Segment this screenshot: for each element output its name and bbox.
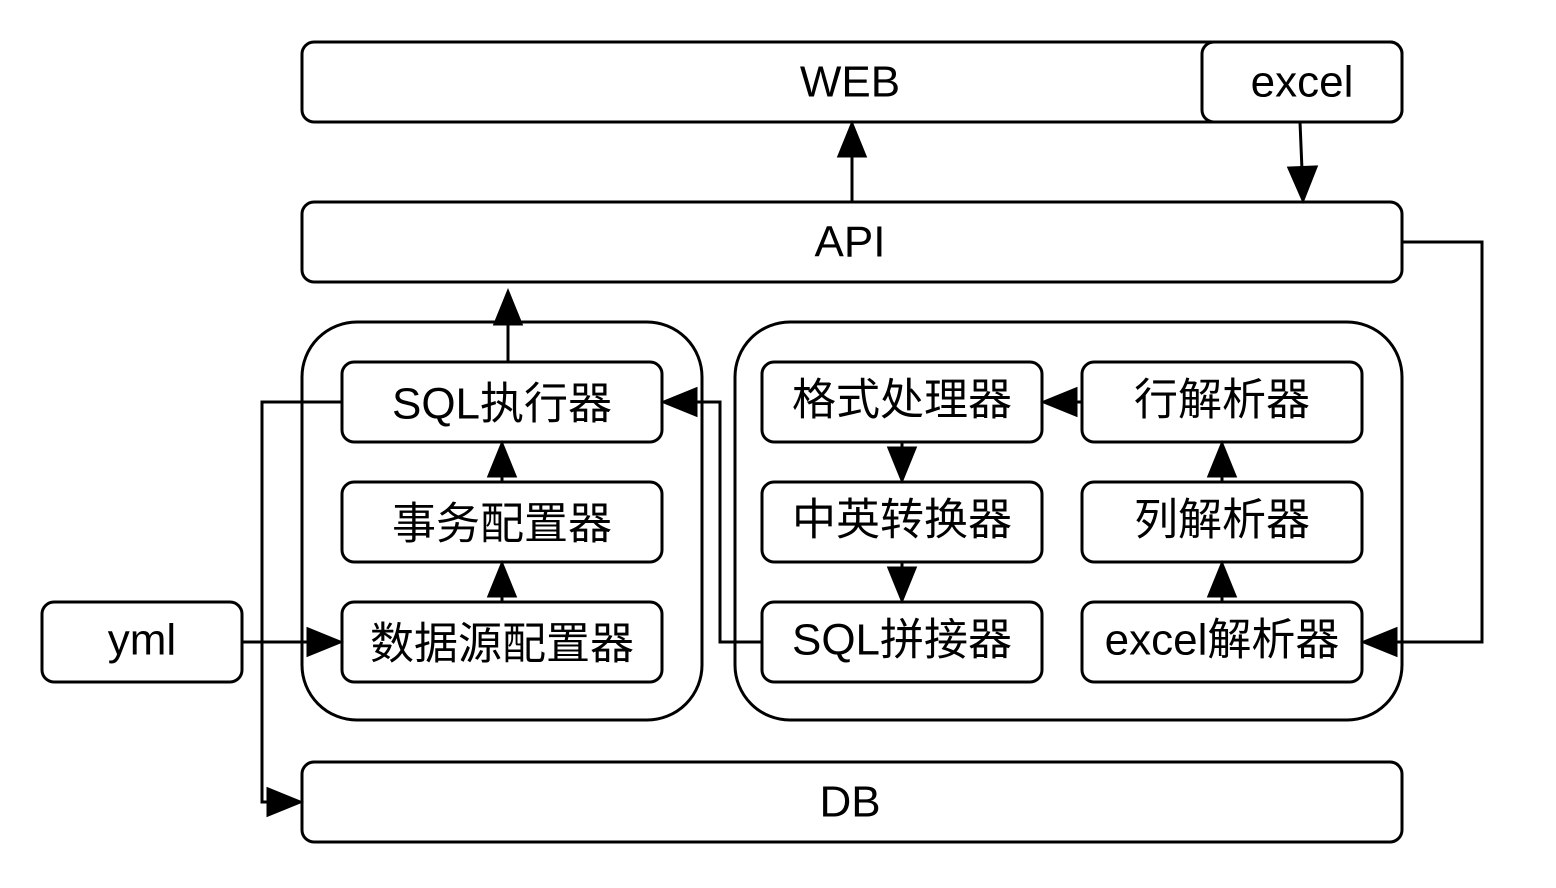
node-sql-executor-label: SQL执行器 xyxy=(392,380,612,429)
edge-api-to-excel-parser xyxy=(1360,240,1484,658)
edge-transaction-to-sql-executor xyxy=(486,440,518,482)
edge-sql-executor-to-api xyxy=(492,288,524,362)
node-format-processor-label: 格式处理器 xyxy=(792,376,1012,425)
edge-row-parser-to-format-processor xyxy=(1040,386,1082,418)
edge-excel-parser-to-column-parser xyxy=(1206,560,1238,602)
node-cn-en-converter-label: 中英转换器 xyxy=(792,496,1012,545)
edge-excel-to-api xyxy=(1286,121,1319,204)
node-excel-top-label: excel xyxy=(1251,58,1354,107)
edge-format-processor-to-converter xyxy=(886,442,918,484)
edge-sql-splicer-to-sql-executor xyxy=(660,386,762,644)
edge-column-parser-to-row-parser xyxy=(1206,440,1238,482)
edge-api-to-web xyxy=(836,120,868,202)
edge-sql-executor-to-db xyxy=(260,400,342,818)
node-datasource-config-label: 数据源配置器 xyxy=(370,620,634,669)
node-excel-top xyxy=(1200,40,1404,124)
node-transaction-config-label: 事务配置器 xyxy=(392,500,612,549)
node-web-label: WEB xyxy=(800,58,900,107)
node-sql-splicer-label: SQL拼接器 xyxy=(792,616,1012,665)
node-api-label: API xyxy=(815,218,886,267)
node-db-label: DB xyxy=(819,778,880,827)
node-row-parser-label: 行解析器 xyxy=(1134,376,1310,425)
node-column-parser-label: 列解析器 xyxy=(1134,496,1310,545)
edge-yml-to-datasource xyxy=(242,626,344,658)
node-excel-parser-label: excel解析器 xyxy=(1105,616,1340,665)
edge-datasource-to-transaction xyxy=(486,560,518,602)
node-yml-label: yml xyxy=(108,616,176,665)
edge-converter-to-sql-splicer xyxy=(886,562,918,604)
